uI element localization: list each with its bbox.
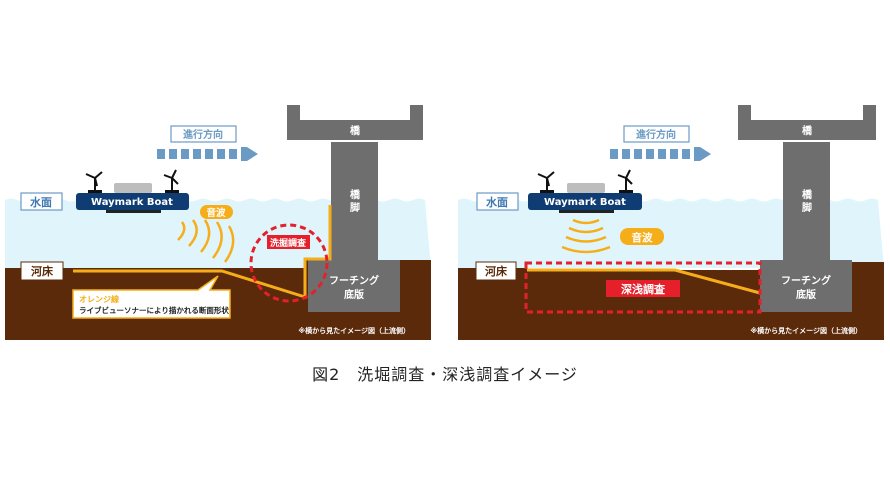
sonar-profile-line [73, 205, 332, 300]
water-surface-label: 水面 [486, 195, 508, 209]
turbine-icon [537, 171, 555, 190]
boat: Waymark Boat [76, 169, 189, 213]
direction-label-box [170, 125, 237, 143]
footing-label: 底版 [796, 288, 816, 301]
pier-label: 脚 [350, 201, 360, 214]
pier-label: 橋 [802, 188, 813, 201]
direction-label: 進行方向 [183, 128, 223, 141]
bridge-deck [287, 105, 423, 140]
panel-depth-survey: 橋 橋 脚 フーチング 底版 進行方向 水面 河床 Waymark Boat [458, 105, 884, 340]
pier-label: 脚 [802, 201, 812, 214]
footing-label: フーチング [781, 274, 831, 287]
callout-title: オレンジ線 [79, 294, 119, 304]
direction-label: 進行方向 [636, 128, 676, 141]
bridge-label: 橋 [350, 124, 361, 137]
sonar-profile-line [527, 268, 761, 295]
bridge-label: 橋 [802, 124, 813, 137]
footing [308, 260, 400, 312]
riverbed-label: 河床 [485, 264, 508, 278]
footnote: ※横から見たイメージ図（上流側） [750, 326, 862, 335]
direction-arrow-icon [610, 147, 711, 161]
depth-survey-area [524, 261, 762, 314]
pier [331, 142, 378, 260]
sound-wave-icon [177, 219, 235, 263]
callout-text: ライブビューソナーにより描かれる断面形状 [79, 305, 229, 315]
scour-area-circle [249, 223, 329, 303]
figure-caption: 図2 洗堀調査・深浅調査イメージ [312, 365, 578, 384]
footing-label: フーチング [329, 274, 379, 287]
boat-name: Waymark Boat [544, 197, 626, 208]
riverbed-label: 河床 [31, 264, 54, 278]
pier [783, 142, 830, 260]
footing-label: 底版 [344, 288, 364, 301]
turbine-icon [85, 171, 103, 190]
scour-survey-label: 洗掘調査 [270, 237, 307, 249]
direction-arrow-icon [157, 147, 258, 161]
sound-wave-label: 音波 [206, 207, 226, 219]
panel-scour-survey: 橋 橋 脚 フーチング 底版 進行方向 水面 河床 Waymark Boat [5, 105, 431, 340]
pier-label: 橋 [350, 188, 361, 201]
turbine-icon [163, 169, 179, 190]
depth-survey-label: 深浅調査 [621, 282, 665, 296]
bridge-deck [738, 105, 876, 140]
sound-wave-icon [561, 218, 611, 254]
footing [760, 260, 852, 312]
turbine-icon [617, 169, 633, 190]
water [458, 198, 884, 268]
boat-name: Waymark Boat [91, 197, 173, 208]
callout-box [72, 275, 231, 319]
sound-wave-label: 音波 [632, 231, 653, 244]
boat: Waymark Boat [528, 169, 642, 213]
water-surface-label: 水面 [30, 195, 52, 209]
footnote: ※横から見たイメージ図（上流側） [298, 326, 410, 335]
